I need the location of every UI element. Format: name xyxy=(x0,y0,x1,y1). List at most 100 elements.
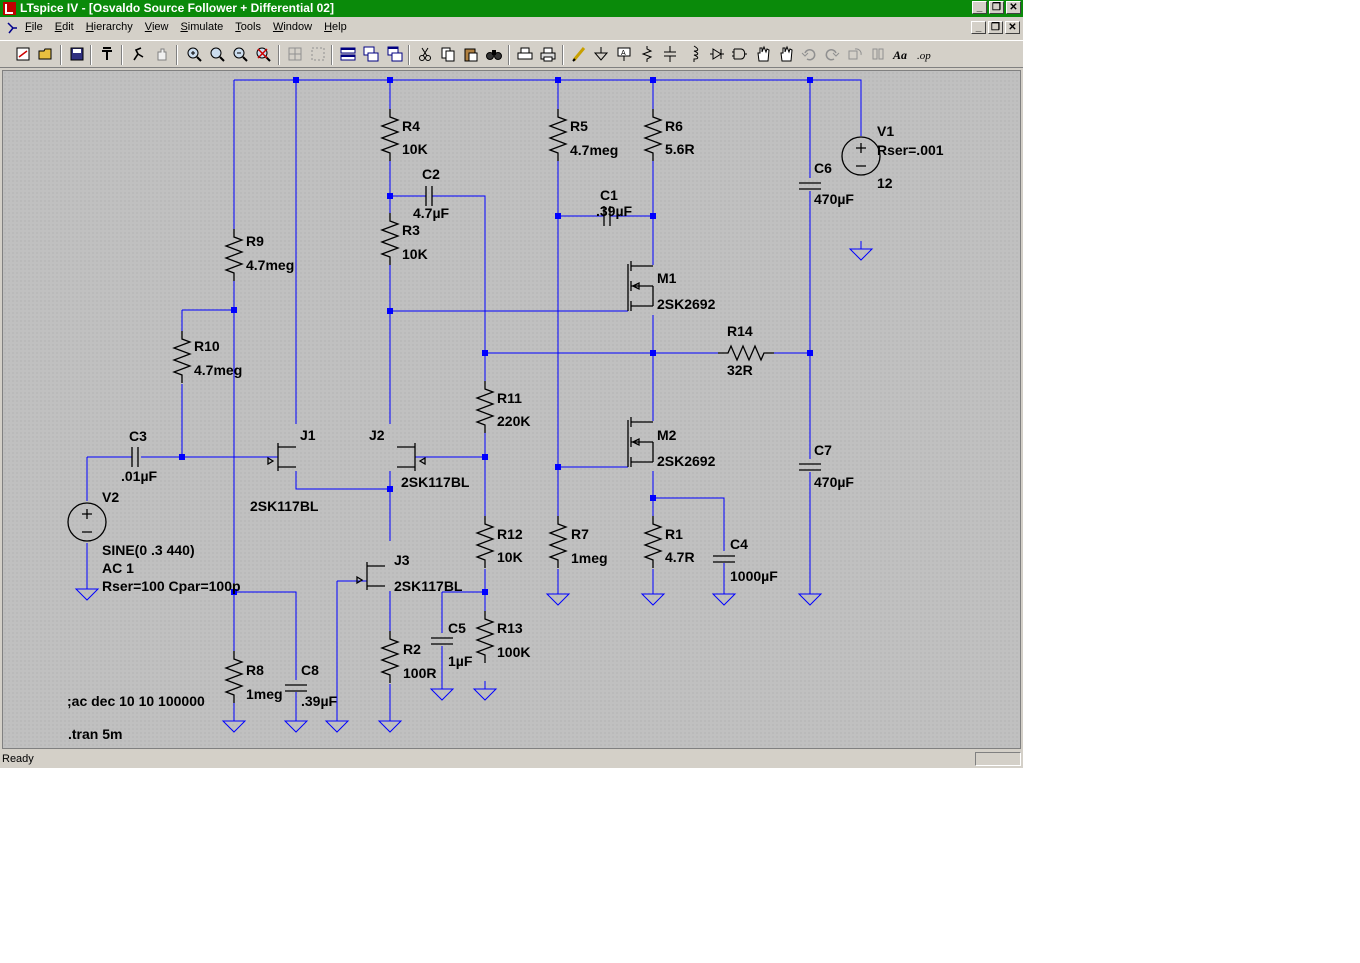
wire-icon[interactable] xyxy=(570,45,588,63)
menu-simulate[interactable]: Simulate xyxy=(180,21,224,33)
label-r14-value[interactable]: 32R xyxy=(727,362,753,378)
menu-file[interactable]: File xyxy=(25,21,43,33)
resistor-icon[interactable] xyxy=(638,45,656,63)
label-c2-ref[interactable]: C2 xyxy=(422,166,440,182)
label-v2-extra2[interactable]: Rser=100 Cpar=100p xyxy=(102,578,241,594)
resistor-r10[interactable] xyxy=(172,331,192,383)
inductor-icon[interactable] xyxy=(685,45,703,63)
label-m1-ref[interactable]: M1 xyxy=(657,270,677,286)
zoom-pan-icon[interactable] xyxy=(208,45,226,63)
label-r10-ref[interactable]: R10 xyxy=(194,338,220,354)
label-v2-value[interactable]: SINE(0 .3 440) xyxy=(102,542,195,558)
voltage-source-v2[interactable] xyxy=(67,502,107,542)
label-r2-value[interactable]: 100R xyxy=(403,665,436,681)
redo-icon[interactable] xyxy=(823,45,841,63)
capacitor-c5[interactable] xyxy=(431,637,453,645)
spice-directive-ac[interactable]: ;ac dec 10 10 100000 xyxy=(67,693,205,709)
jfet-j2[interactable] xyxy=(397,443,416,471)
capacitor-c2[interactable] xyxy=(425,186,433,206)
new-schematic-icon[interactable] xyxy=(14,45,32,63)
label-c4-ref[interactable]: C4 xyxy=(730,536,748,552)
label-c5-value[interactable]: 1µF xyxy=(448,653,473,669)
tile-vertical-icon[interactable] xyxy=(386,45,404,63)
save-icon[interactable] xyxy=(68,45,86,63)
zoom-in-icon[interactable] xyxy=(185,45,203,63)
mosfet-m1[interactable] xyxy=(627,261,654,311)
label-r9-ref[interactable]: R9 xyxy=(246,233,264,249)
menu-help[interactable]: Help xyxy=(324,21,347,33)
label-c6-ref[interactable]: C6 xyxy=(814,160,832,176)
label-v1-value[interactable]: 12 xyxy=(877,175,893,191)
resistor-r14[interactable] xyxy=(718,344,774,362)
tile-horizontal-icon[interactable] xyxy=(339,45,357,63)
jfet-j3[interactable] xyxy=(366,562,385,590)
label-r13-ref[interactable]: R13 xyxy=(497,620,523,636)
label-j2-value[interactable]: 2SK117BL xyxy=(401,474,470,490)
menu-window[interactable]: Window xyxy=(272,21,313,33)
paste-icon[interactable] xyxy=(462,45,480,63)
resistor-r2[interactable] xyxy=(380,631,400,683)
undo-icon[interactable] xyxy=(800,45,818,63)
label-j3-ref[interactable]: J3 xyxy=(394,552,410,568)
doc-close-button[interactable]: ✕ xyxy=(1005,21,1020,34)
capacitor-c3[interactable] xyxy=(131,447,139,467)
spice-directive-tran[interactable]: .tran 5m xyxy=(68,726,122,742)
jfet-j1[interactable] xyxy=(277,443,296,471)
label-c7-ref[interactable]: C7 xyxy=(814,442,832,458)
label-v2-extra[interactable]: AC 1 xyxy=(102,560,134,576)
mirror-icon[interactable] xyxy=(869,45,887,63)
resistor-r4[interactable] xyxy=(380,109,400,161)
label-r11-ref[interactable]: R11 xyxy=(497,390,522,406)
label-c6-value[interactable]: 470µF xyxy=(814,191,854,207)
doc-minimize-button[interactable]: _ xyxy=(971,21,986,34)
voltage-source-v1[interactable] xyxy=(841,136,881,176)
autorange-icon[interactable] xyxy=(286,45,304,63)
label-m2-value[interactable]: 2SK2692 xyxy=(657,453,716,469)
minimize-button[interactable]: _ xyxy=(972,1,987,14)
cut-icon[interactable] xyxy=(416,45,434,63)
label-r1-value[interactable]: 4.7R xyxy=(665,549,695,565)
diode-icon[interactable] xyxy=(708,45,726,63)
label-r9-value[interactable]: 4.7meg xyxy=(246,257,294,273)
label-c5-ref[interactable]: C5 xyxy=(448,620,466,636)
label-r4-value[interactable]: 10K xyxy=(402,141,428,157)
label-v1-extra[interactable]: Rser=.001 xyxy=(877,142,944,158)
jfet-j2-arrow[interactable] xyxy=(418,456,426,466)
maximize-button[interactable]: ❐ xyxy=(989,1,1004,14)
open-icon[interactable] xyxy=(37,45,55,63)
label-c3-value[interactable]: .01µF xyxy=(121,468,158,484)
resistor-r7[interactable] xyxy=(548,516,568,568)
label-j3-value[interactable]: 2SK117BL xyxy=(394,578,463,594)
control-panel-icon[interactable] xyxy=(98,45,116,63)
print-setup-icon[interactable] xyxy=(516,45,534,63)
menu-view[interactable]: View xyxy=(144,21,169,33)
label-r7-value[interactable]: 1meg xyxy=(571,550,608,566)
label-c8-ref[interactable]: C8 xyxy=(301,662,319,678)
close-button[interactable]: ✕ xyxy=(1006,1,1021,14)
label-c3-ref[interactable]: C3 xyxy=(129,428,147,444)
label-r1-ref[interactable]: R1 xyxy=(665,526,683,542)
drag-icon[interactable] xyxy=(777,45,795,63)
move-icon[interactable] xyxy=(754,45,772,63)
label-c1-ref[interactable]: C1 xyxy=(600,187,618,203)
capacitor-c6[interactable] xyxy=(799,182,821,190)
label-r10-value[interactable]: 4.7meg xyxy=(194,362,242,378)
label-r3-value[interactable]: 10K xyxy=(402,246,428,262)
label-c1-value[interactable]: .39µF xyxy=(596,203,633,219)
grid-icon[interactable] xyxy=(309,45,327,63)
capacitor-c1[interactable] xyxy=(603,206,611,226)
find-icon[interactable] xyxy=(485,45,503,63)
resistor-r1[interactable] xyxy=(643,516,663,568)
label-m2-ref[interactable]: M2 xyxy=(657,427,677,443)
label-r8-value[interactable]: 1meg xyxy=(246,686,283,702)
ground-icon[interactable] xyxy=(592,45,610,63)
label-r12-ref[interactable]: R12 xyxy=(497,526,523,542)
label-icon[interactable]: A xyxy=(615,45,633,63)
copy-icon[interactable] xyxy=(439,45,457,63)
label-c4-value[interactable]: 1000µF xyxy=(730,568,778,584)
menu-edit[interactable]: Edit xyxy=(54,21,74,33)
label-j2-ref[interactable]: J2 xyxy=(369,427,385,443)
label-r2-ref[interactable]: R2 xyxy=(403,641,421,657)
menu-tools[interactable]: Tools xyxy=(235,21,261,33)
